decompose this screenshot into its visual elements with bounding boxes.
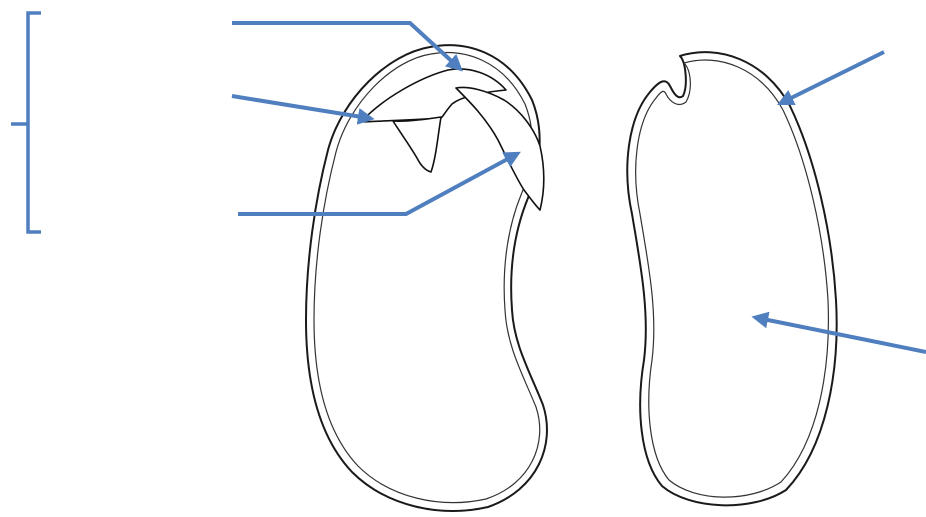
label-pointers xyxy=(232,23,926,352)
pointer-plumule-tip xyxy=(232,23,458,67)
pointer-cotyledon xyxy=(758,318,926,352)
plumule xyxy=(393,117,441,172)
seed-exterior-outer xyxy=(627,52,836,505)
embryo-bracket xyxy=(11,13,41,232)
pointer-seed-coat xyxy=(783,52,884,102)
seed-exterior xyxy=(627,52,836,505)
pointer-radicle xyxy=(238,155,515,214)
radicle xyxy=(456,88,544,211)
